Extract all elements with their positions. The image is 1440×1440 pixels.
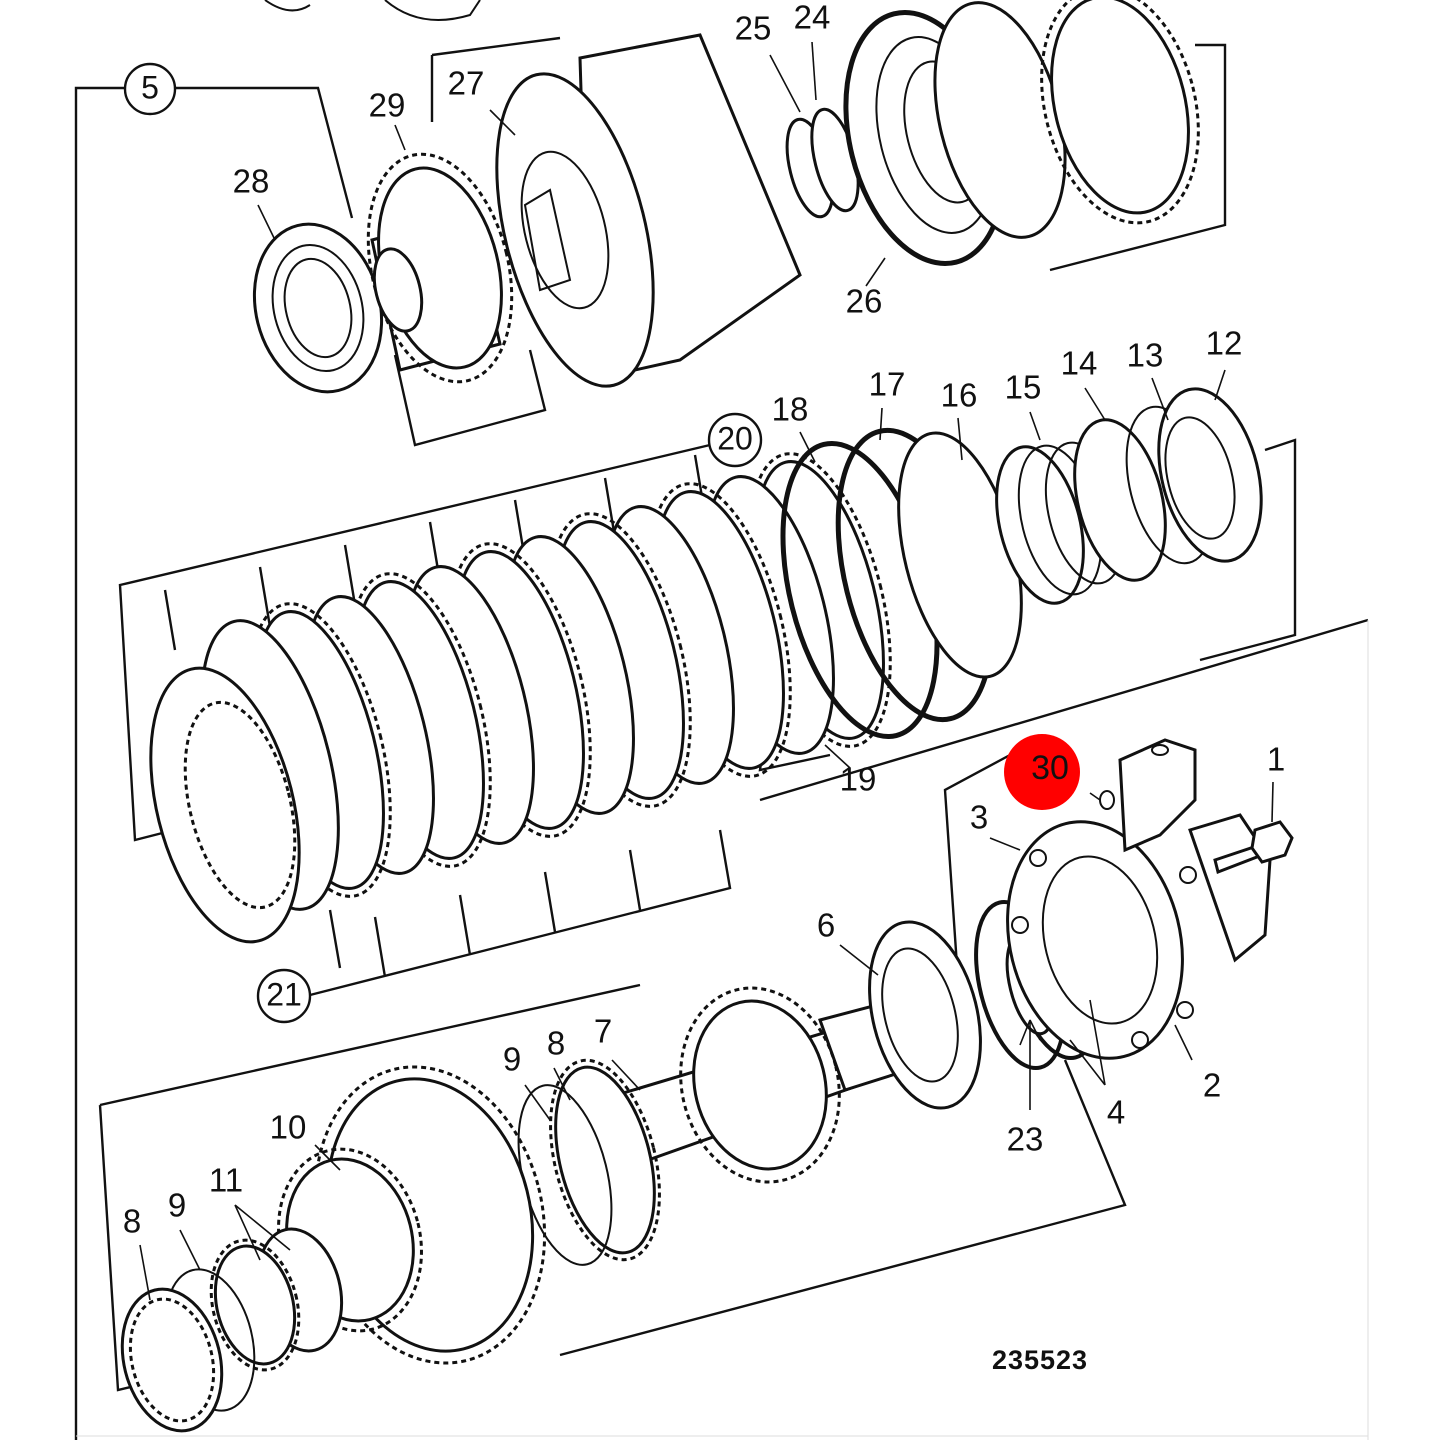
callout-30-highlight: 30 — [1004, 734, 1080, 810]
callout-1-label: 1 — [1267, 741, 1285, 778]
highlight-dot — [1004, 734, 1080, 810]
callout-23-label: 23 — [1007, 1121, 1044, 1158]
gear-shaft-29 — [366, 152, 514, 384]
clutch-drum-27 — [495, 33, 802, 388]
group-bracket-29 — [393, 349, 547, 447]
bearing-6 — [868, 920, 982, 1110]
o-ring-30 — [1099, 790, 1115, 810]
callout-28-label: 28 — [233, 163, 270, 200]
clutch-plate-top-right — [933, 0, 1200, 239]
spring-retainer-14 — [1073, 418, 1167, 582]
callout-circle-5: 5 — [123, 62, 177, 116]
callout-18-label: 18 — [772, 391, 809, 428]
bearing-28 — [252, 222, 384, 394]
group-bracket-20 — [118, 443, 711, 842]
needle-bearing-11 — [209, 1227, 344, 1372]
callout-2-label: 2 — [1203, 1067, 1221, 1104]
callout-25-label: 25 — [735, 10, 772, 47]
callout-8-upper-label: 8 — [547, 1025, 565, 1062]
callout-15-label: 15 — [1005, 369, 1042, 406]
callout-19-label: 19 — [840, 761, 877, 798]
callout-11-label: 11 — [209, 1162, 243, 1199]
group-bracket-21 — [309, 829, 732, 997]
callout-17-label: 17 — [869, 366, 906, 403]
callout-14-label: 14 — [1061, 345, 1098, 382]
callout-21-label: 21 — [266, 976, 302, 1012]
callout-12-label: 12 — [1206, 325, 1243, 362]
callout-8-lower-label: 8 — [123, 1203, 141, 1240]
callout-20-label: 20 — [717, 420, 753, 456]
callout-30-label: 30 — [1031, 749, 1069, 787]
callout-9-upper-label: 9 — [503, 1041, 521, 1078]
callout-9-lower-label: 9 — [168, 1187, 186, 1224]
callout-7-label: 7 — [594, 1013, 612, 1050]
spring-12 — [1157, 387, 1263, 563]
callout-13-label: 13 — [1127, 337, 1164, 374]
callout-4-label: 4 — [1107, 1094, 1125, 1131]
clutch-plate-stack-21 — [149, 452, 892, 944]
bolt-1 — [1213, 820, 1294, 875]
thrust-bearing-8-lower — [120, 1287, 224, 1433]
group-bracket-5 — [74, 86, 354, 1440]
callout-26-label: 26 — [846, 283, 883, 320]
callout-circle-21: 21 — [256, 968, 312, 1024]
callout-24-label: 24 — [794, 0, 831, 36]
callout-10-label: 10 — [270, 1109, 307, 1146]
callout-16-label: 16 — [941, 377, 978, 414]
callout-27-label: 27 — [448, 65, 485, 102]
gear-7 — [679, 986, 841, 1184]
reference-number: 235523 — [992, 1345, 1088, 1375]
group-bracket-lower — [98, 618, 1369, 1392]
callout-3-label: 3 — [970, 799, 988, 836]
leader-lines — [139, 41, 1274, 1301]
callout-circle-20: 20 — [707, 412, 763, 468]
callout-29-label: 29 — [369, 87, 406, 124]
frame-edges — [76, 620, 1369, 1440]
callout-5-label: 5 — [141, 69, 159, 105]
group-bracket-27-top — [430, 36, 1227, 272]
partial-part-top-left — [264, 0, 481, 21]
callout-6-label: 6 — [817, 907, 835, 944]
callout-labels: 1 2 3 4 6 7 8 8 9 9 10 11 12 13 14 15 16… — [123, 0, 1285, 1240]
